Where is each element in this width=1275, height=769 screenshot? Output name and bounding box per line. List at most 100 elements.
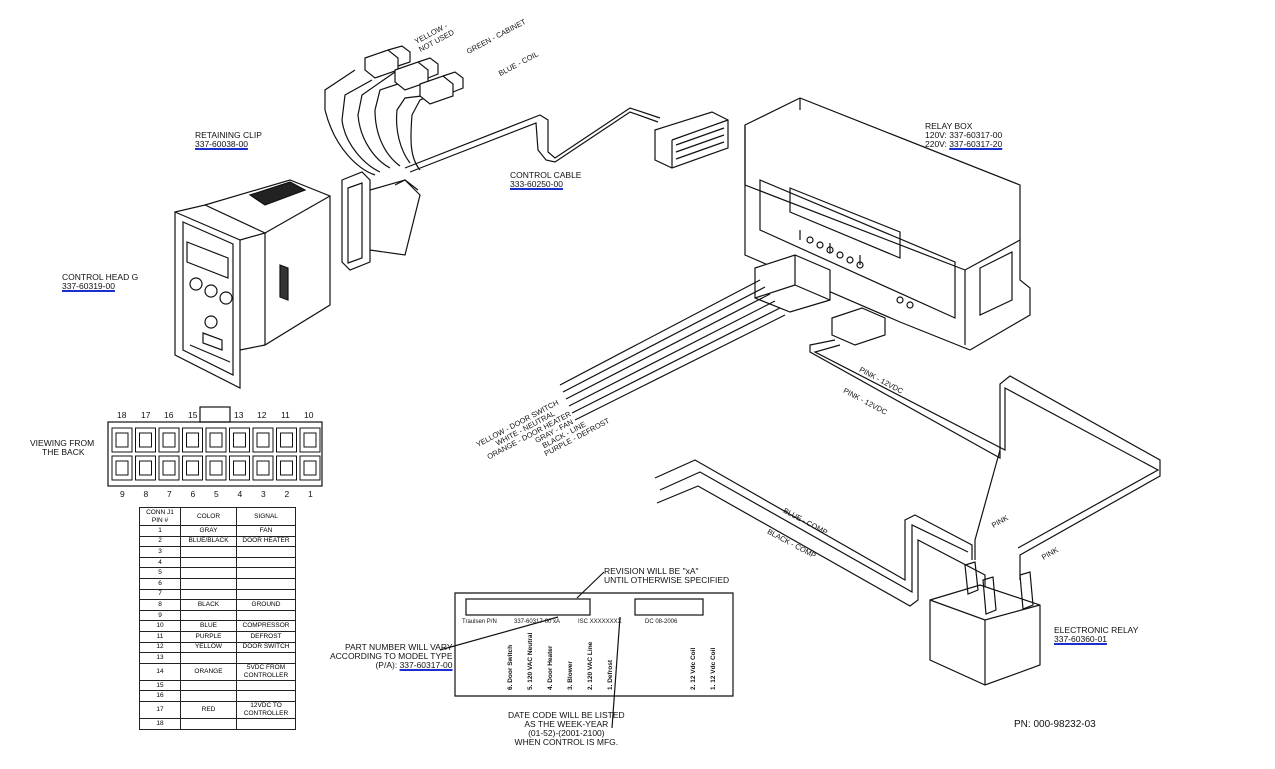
coil-connectors — [364, 45, 464, 105]
pin-cavity — [158, 427, 180, 453]
card-terminal-label: 3. Blower — [567, 661, 574, 690]
date-code-note-3: (01-52)-(2001-2100) — [528, 728, 605, 738]
pin-table-cell-signal: DEFROST — [236, 630, 296, 643]
drawing-pn: PN: 000-98232-03 — [1014, 719, 1096, 730]
pin-number-bottom: 6 — [190, 489, 196, 499]
date-code-note-2: AS THE WEEK-YEAR — [524, 719, 609, 729]
table-row: 3 — [139, 546, 296, 558]
pin-cavity — [135, 455, 156, 481]
revision-note: REVISION WILL BE "xA" UNTIL OTHERWISE SP… — [604, 567, 729, 585]
pin-cavity — [205, 455, 227, 481]
pin-cavity-inner — [186, 460, 199, 476]
pin-table-cell-signal — [236, 556, 296, 569]
relay-box-220v-prefix: 220V: — [925, 139, 950, 149]
pin-table-cell-signal — [236, 652, 296, 664]
pin-table-cell-pin: 5 — [139, 567, 181, 579]
pin-table-cell-signal — [236, 609, 296, 622]
pin-table-cell-signal: FAN — [236, 525, 296, 537]
pin-table-cell-pin: 3 — [139, 546, 181, 558]
card-terminal-label: 4. Door Heater — [547, 645, 554, 690]
pin-table-cell-signal: GROUND — [236, 599, 296, 611]
pin-cavity-inner — [139, 432, 152, 448]
relay-box-120v: 120V: 337-60317-00 — [925, 130, 1003, 140]
pin-cavity — [158, 455, 180, 481]
card-terminal-label: 2. 120 VAC Line — [587, 641, 594, 690]
control-head-label: CONTROL HEAD G 337-60319-00 — [62, 273, 138, 291]
pin-number-bottom: 9 — [120, 489, 125, 499]
pin-table-cell-signal: COMPRESSOR — [236, 620, 296, 632]
pin-table-cell-pin: 15 — [139, 679, 181, 692]
label-card — [439, 571, 734, 729]
control-cable-name: CONTROL CABLE — [510, 170, 582, 180]
pin-cavity — [299, 455, 321, 481]
part-number-note: PART NUMBER WILL VARY ACCORDING TO MODEL… — [330, 643, 453, 670]
viewing-line-1: VIEWING FROM — [30, 438, 95, 448]
pin-table-cell-signal: 5VDC FROM CONTROLLER — [236, 662, 296, 681]
pin-cavity — [299, 427, 321, 453]
pin-cavity-inner — [162, 432, 176, 448]
pin-cavity-inner — [280, 432, 293, 448]
pin-table-cell-color — [180, 690, 237, 702]
pin-table-cell-color — [180, 652, 237, 664]
pin-table-cell-color: RED — [180, 700, 237, 719]
electronic-relay-name: ELECTRONIC RELAY — [1054, 625, 1139, 635]
control-cable-label: CONTROL CABLE 333-60250-00 — [510, 171, 581, 189]
pin-number-top: 11 — [281, 410, 290, 420]
pin-number-top: 16 — [164, 410, 174, 420]
pin-table-cell-pin: 16 — [139, 690, 181, 702]
table-row: 18 — [139, 717, 296, 730]
connector-pin-cells — [111, 427, 321, 481]
pin-table-cell-signal — [236, 567, 296, 579]
pin-cavity — [205, 427, 227, 453]
pin-table-cell-pin: 14 — [139, 662, 181, 681]
pin-table-cell-color: YELLOW — [180, 641, 237, 654]
pin-table-cell-color — [180, 546, 237, 558]
pin-table-cell-signal: 12VDC TO CONTROLLER — [236, 700, 296, 719]
pin-table-cell-color — [180, 717, 237, 730]
pin-table-cell-pin: 12 — [139, 641, 181, 654]
relay-box-drawing — [744, 97, 1031, 351]
part-number-note-1: PART NUMBER WILL VARY — [344, 642, 453, 652]
card-terminal-label: 6. Door Switch — [507, 644, 514, 690]
retaining-clip-pn: 337-60038-00 — [195, 139, 248, 149]
electronic-relay-pn: 337-60360-01 — [1054, 634, 1107, 644]
pin-table-cell-signal — [236, 717, 296, 730]
table-row: 9 — [139, 609, 296, 622]
card-line1-pn: 337-60317-00 xA — [514, 619, 561, 625]
pin-table-cell-color — [180, 588, 237, 601]
table-row: 6 — [139, 577, 296, 590]
pin-number-top: 13 — [234, 410, 244, 420]
pin-table-cell-signal: DOOR SWITCH — [236, 641, 296, 654]
pin-cavity-inner — [233, 460, 246, 476]
pin-table-cell-color — [180, 609, 237, 622]
table-row: 13 — [139, 652, 296, 664]
date-code-note-1: DATE CODE WILL BE LISTED — [508, 710, 625, 720]
pin-table-cell-signal — [236, 577, 296, 590]
retaining-clip-label: RETAINING CLIP 337-60038-00 — [195, 131, 262, 149]
pin-number-top: 15 — [188, 410, 198, 420]
viewing-line-2: THE BACK — [42, 447, 85, 457]
table-row: 4 — [139, 556, 296, 569]
pin-table-cell-pin: 18 — [139, 717, 181, 730]
wire-bundle — [559, 279, 786, 421]
pin-number-bottom: 2 — [284, 489, 290, 499]
pin-table-cell-color — [180, 577, 237, 590]
pin-table-cell-signal — [236, 546, 296, 558]
pin-table-cell-pin: 9 — [139, 609, 181, 622]
pin-table-cell-pin: 4 — [139, 556, 181, 569]
pin-table-cell-color — [180, 556, 237, 569]
pin-cavity — [111, 427, 133, 453]
pin-cavity-inner — [233, 432, 246, 448]
pin-cavity-inner — [209, 432, 223, 448]
electronic-relay-label: ELECTRONIC RELAY 337-60360-01 — [1054, 626, 1138, 644]
pin-table-cell-pin: 7 — [139, 588, 181, 601]
date-code-note: DATE CODE WILL BE LISTED AS THE WEEK-YEA… — [508, 711, 625, 747]
pin-cavity-inner — [162, 460, 176, 476]
pin-table-cell-pin: 1 — [139, 525, 181, 537]
revision-note-2: UNTIL OTHERWISE SPECIFIED — [604, 575, 730, 585]
pin-cavity — [229, 427, 250, 453]
